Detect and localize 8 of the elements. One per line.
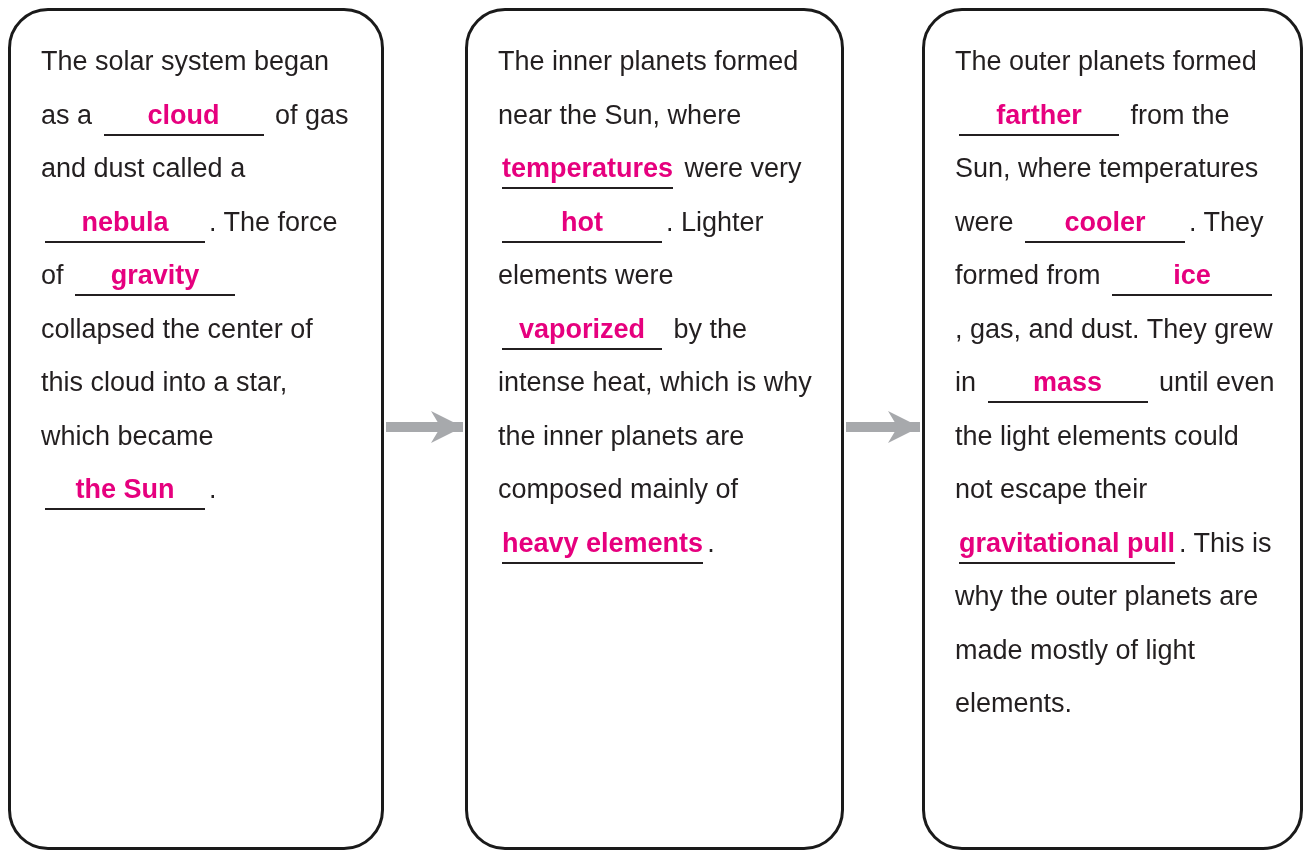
fill-in-paragraph: The inner planets formed near the Sun, where temperatures were very hot. Lighter elements were vaporized by the intense heat, which is why the inner planets are composed mainly of heavy elements. (498, 35, 819, 570)
arrow (846, 411, 920, 443)
text-panel (465, 8, 844, 850)
text-panel (8, 8, 384, 850)
arrow (386, 411, 463, 443)
fill-in-paragraph: The solar system began as a cloud of gas and dust called a nebula. The force of gravity collapsed the center of this cloud into a star, which became the Sun. (41, 35, 359, 517)
fill-in-paragraph: The outer planets formed farther from the Sun, where temperatures were cooler. They formed from ice, gas, and dust. They grew in mass until even the light elements could not escape their gravitational pull. This is why the outer planets are made mostly of light elements. (955, 45, 1276, 720)
text-panel (922, 8, 1303, 850)
